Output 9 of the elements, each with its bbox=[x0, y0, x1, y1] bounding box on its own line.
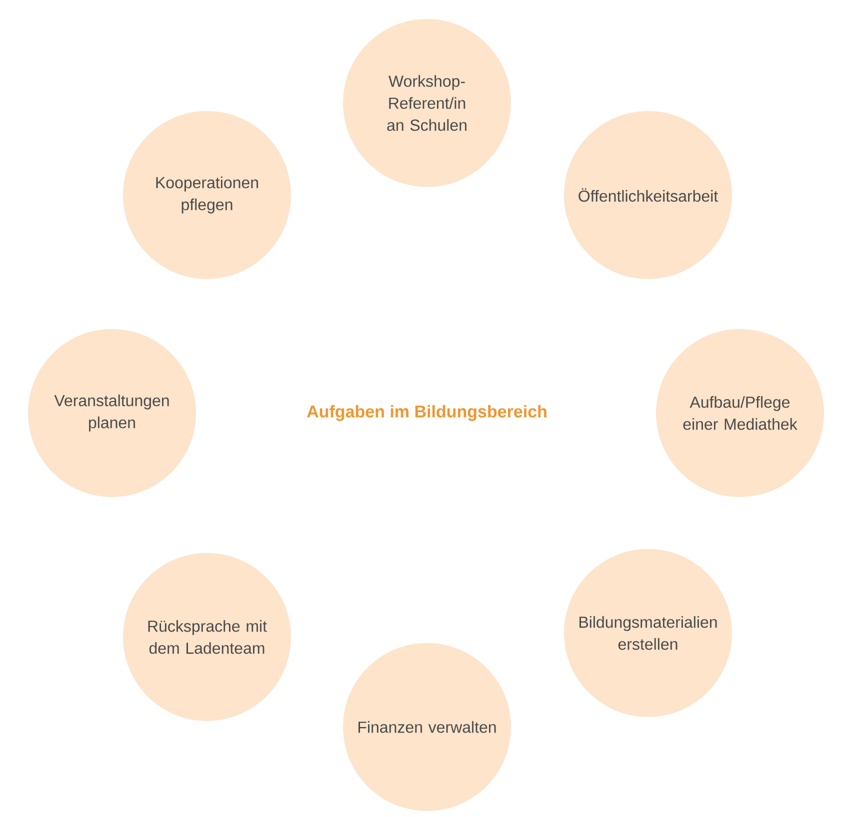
circle-node: Workshop-Referent/in an Schulen bbox=[343, 19, 511, 187]
diagram-title: Aufgaben im Bildungsbereich bbox=[307, 405, 546, 421]
circle-node: Bildungsmaterialien erstellen bbox=[564, 549, 732, 717]
circle-node: Veranstaltungen planen bbox=[28, 329, 196, 497]
circle-node: Aufbau/Pflege einer Mediathek bbox=[656, 329, 824, 497]
circle-node: Kooperationen pflegen bbox=[123, 111, 291, 279]
circle-node: Finanzen verwalten bbox=[343, 642, 511, 811]
circle-node: Rücksprache mit dem Ladenteam bbox=[123, 552, 291, 721]
circle-node: Öffentlichkeitsarbeit bbox=[564, 111, 732, 279]
